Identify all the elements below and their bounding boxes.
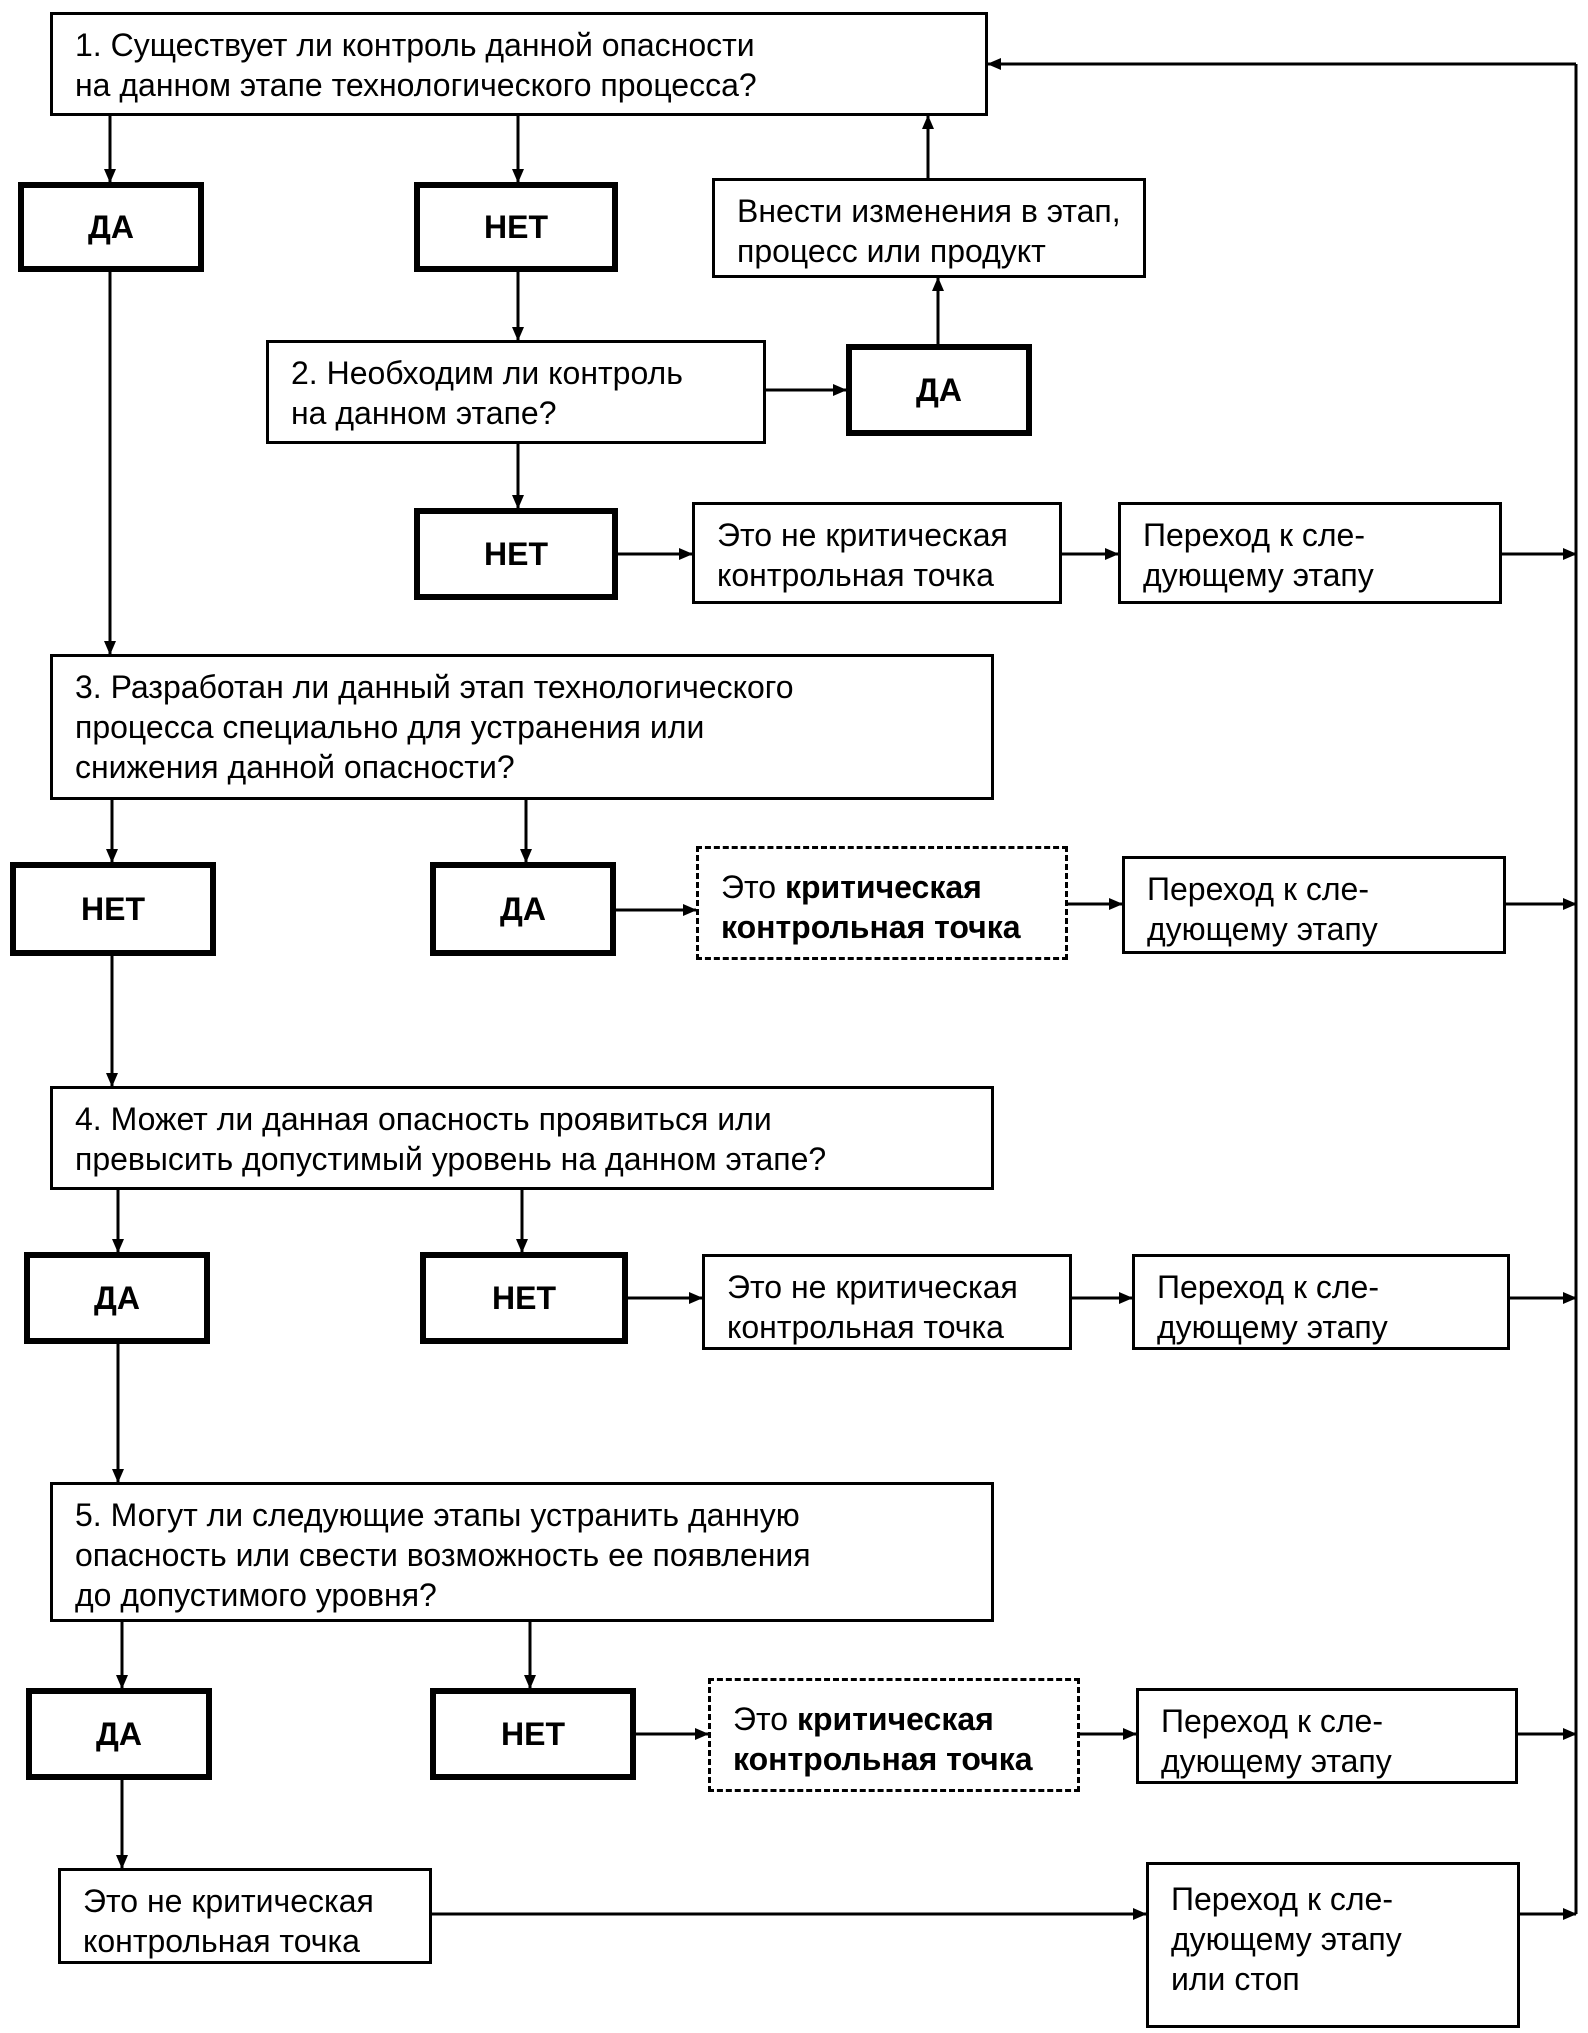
question-3-box: 3. Разработан ли данный этап технологиче…	[50, 654, 994, 800]
q5-ccp-bold-1: критическая	[796, 1701, 994, 1737]
q5-next-step-line-2: дующему этапу	[1161, 1743, 1392, 1779]
question-4-box: 4. Может ли данная опасность проявиться …	[50, 1086, 994, 1190]
q2-next-step-line-1: Переход к сле-	[1143, 517, 1365, 553]
q2-not-ccp-line-1: Это не критическая	[717, 517, 1008, 553]
q3-ccp-line-2: контрольная точка	[721, 907, 1043, 947]
question-3-line-1: 3. Разработан ли данный этап технологиче…	[75, 669, 794, 705]
q2-next-step-line-2: дующему этапу	[1143, 557, 1374, 593]
q2-no-box: НЕТ	[414, 508, 618, 600]
q3-ccp-box: Это критическая контрольная точка	[696, 846, 1068, 960]
question-2-line-2: на данном этапе?	[291, 395, 557, 431]
q3-ccp-bold-2: контрольная точка	[721, 909, 1021, 945]
final-not-ccp-line-1: Это не критическая	[83, 1883, 374, 1919]
q3-no-box: НЕТ	[10, 862, 216, 956]
q4-not-ccp-line-1: Это не критическая	[727, 1269, 1018, 1305]
q5-ccp-box: Это критическая контрольная точка	[708, 1678, 1080, 1792]
q2-not-ccp-line-2: контрольная точка	[717, 557, 994, 593]
q5-next-step-line-1: Переход к сле-	[1161, 1703, 1383, 1739]
q3-next-step-box: Переход к сле- дующему этапу	[1122, 856, 1506, 954]
q5-next-step-box: Переход к сле- дующему этапу	[1136, 1688, 1518, 1784]
question-2-box: 2. Необходим ли контроль на данном этапе…	[266, 340, 766, 444]
q3-next-step-line-1: Переход к сле-	[1147, 871, 1369, 907]
q3-yes-box: ДА	[430, 862, 616, 956]
question-4-line-2: превысить допустимый уровень на данном э…	[75, 1141, 827, 1177]
q5-yes-box: ДА	[26, 1688, 212, 1780]
q4-next-step-box: Переход к сле- дующему этапу	[1132, 1254, 1510, 1350]
question-1-line-1: 1. Существует ли контроль данной опаснос…	[75, 27, 755, 63]
q5-ccp-line-1: Это критическая	[733, 1699, 1055, 1739]
q4-not-ccp-box: Это не критическая контрольная точка	[702, 1254, 1072, 1350]
question-1-line-2: на данном этапе технологического процесс…	[75, 67, 757, 103]
final-next-step-line-3: или стоп	[1171, 1961, 1300, 1997]
q4-next-step-line-2: дующему этапу	[1157, 1309, 1388, 1345]
question-5-line-1: 5. Могут ли следующие этапы устранить да…	[75, 1497, 800, 1533]
q2-not-ccp-box: Это не критическая контрольная точка	[692, 502, 1062, 604]
modify-step-line-1: Внести изменения в этап,	[737, 193, 1121, 229]
q4-yes-box: ДА	[24, 1252, 210, 1344]
question-5-line-2: опасность или свести возможность ее появ…	[75, 1537, 811, 1573]
q5-ccp-bold-2: контрольная точка	[733, 1741, 1033, 1777]
q2-yes-box: ДА	[846, 344, 1032, 436]
q5-ccp-line-2: контрольная точка	[733, 1739, 1055, 1779]
final-next-step-line-1: Переход к сле-	[1171, 1881, 1393, 1917]
question-4-line-1: 4. Может ли данная опасность проявиться …	[75, 1101, 772, 1137]
q3-ccp-bold-1: критическая	[784, 869, 982, 905]
question-3-line-2: процесса специально для устранения или	[75, 709, 705, 745]
q4-not-ccp-line-2: контрольная точка	[727, 1309, 1004, 1345]
question-2-line-1: 2. Необходим ли контроль	[291, 355, 683, 391]
q3-ccp-prefix: Это	[721, 869, 777, 905]
q3-ccp-line-1: Это критическая	[721, 867, 1043, 907]
q2-next-step-box: Переход к сле- дующему этапу	[1118, 502, 1502, 604]
q4-next-step-line-1: Переход к сле-	[1157, 1269, 1379, 1305]
final-next-step-line-2: дующему этапу	[1171, 1921, 1402, 1957]
q4-no-box: НЕТ	[420, 1252, 628, 1344]
question-5-line-3: до допустимого уровня?	[75, 1577, 437, 1613]
question-3-line-3: снижения данной опасности?	[75, 749, 515, 785]
q3-next-step-line-2: дующему этапу	[1147, 911, 1378, 947]
modify-step-line-2: процесс или продукт	[737, 233, 1046, 269]
modify-step-box: Внести изменения в этап, процесс или про…	[712, 178, 1146, 278]
final-not-ccp-line-2: контрольная точка	[83, 1923, 360, 1959]
question-1-box: 1. Существует ли контроль данной опаснос…	[50, 12, 988, 116]
final-next-step-or-stop-box: Переход к сле- дующему этапу или стоп	[1146, 1862, 1520, 2028]
question-5-box: 5. Могут ли следующие этапы устранить да…	[50, 1482, 994, 1622]
final-not-ccp-box: Это не критическая контрольная точка	[58, 1868, 432, 1964]
q1-no-box: НЕТ	[414, 182, 618, 272]
q5-no-box: НЕТ	[430, 1688, 636, 1780]
q1-yes-box: ДА	[18, 182, 204, 272]
q5-ccp-prefix: Это	[733, 1701, 789, 1737]
